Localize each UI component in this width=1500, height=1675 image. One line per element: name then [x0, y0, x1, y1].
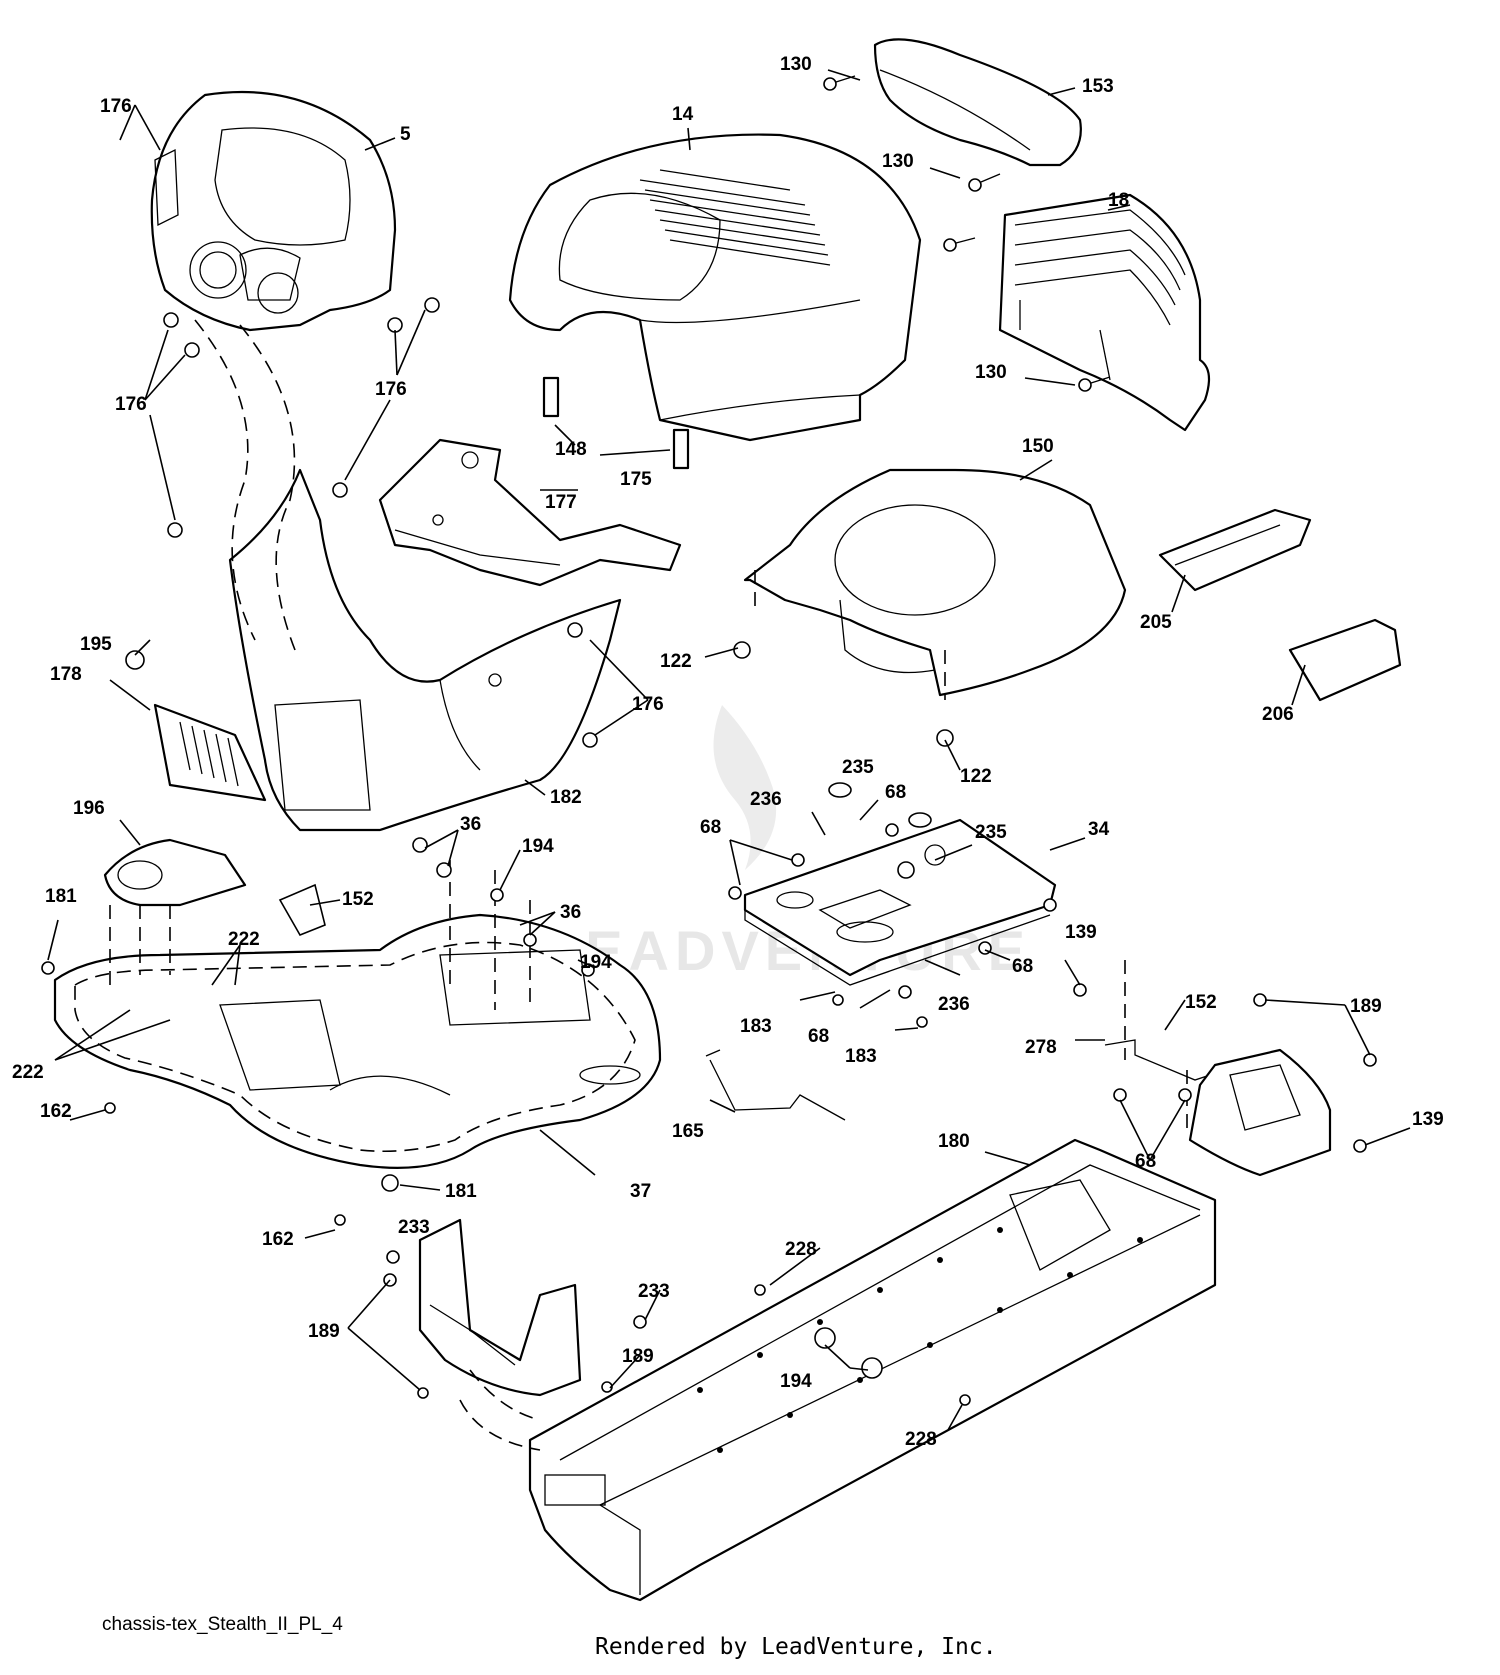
callout-189-b: 189: [308, 1321, 340, 1342]
callout-228-a: 228: [785, 1239, 817, 1260]
mounting-plate: [743, 782, 1057, 986]
callout-222-a: 222: [228, 929, 260, 950]
rear-bracket: [1104, 1039, 1332, 1177]
callout-181-b: 181: [445, 1181, 477, 1202]
air-shroud: [743, 468, 1127, 697]
grille-trim: [873, 38, 1082, 167]
callout-194-b: 194: [580, 952, 612, 973]
callout-233-a: 233: [398, 1217, 430, 1238]
callout-153: 153: [1082, 76, 1114, 97]
callout-176-a: 176: [100, 96, 132, 117]
callout-182: 182: [550, 787, 582, 808]
callout-236-b: 236: [938, 994, 970, 1015]
screws-130: [823, 75, 1111, 392]
callout-180: 180: [938, 1131, 970, 1152]
hood-pads: [542, 376, 690, 470]
grille: [998, 193, 1211, 432]
deflector-205: [1158, 508, 1312, 592]
seat-bracket: [418, 1218, 582, 1397]
dash-console: [150, 90, 397, 332]
callout-162-b: 162: [262, 1229, 294, 1250]
callout-176-d: 176: [632, 694, 664, 715]
callout-130-c: 130: [975, 362, 1007, 383]
callout-183-a: 183: [740, 1016, 772, 1037]
callout-183-b: 183: [845, 1046, 877, 1067]
hood: [508, 133, 922, 442]
callout-37: 37: [630, 1181, 651, 1202]
callout-228-b: 228: [905, 1429, 937, 1450]
callout-14: 14: [672, 104, 694, 125]
callout-235-a: 235: [842, 757, 874, 778]
callout-5: 5: [400, 124, 411, 145]
drawing-id: chassis-tex_Stealth_II_PL_4: [102, 1614, 343, 1635]
vent-grille: [153, 703, 267, 802]
callout-130-a: 130: [780, 54, 812, 75]
fasteners: [41, 297, 1377, 1406]
callout-36-b: 36: [560, 902, 581, 923]
callout-68-b: 68: [700, 817, 721, 838]
callout-222-b: 222: [12, 1062, 44, 1083]
callout-165: 165: [672, 1121, 704, 1142]
fuel-bezel: [103, 838, 247, 907]
callout-139-b: 139: [1412, 1109, 1444, 1130]
callout-175: 175: [620, 469, 652, 490]
callout-181-a: 181: [45, 886, 77, 907]
callout-68-a: 68: [885, 782, 906, 803]
callout-162-a: 162: [40, 1101, 72, 1122]
callout-176-b: 176: [115, 394, 147, 415]
callout-189-a: 189: [1350, 996, 1382, 1017]
callout-148: 148: [555, 439, 587, 460]
deflector-206: [1288, 618, 1402, 702]
fender-deck: [53, 913, 662, 1169]
leader-lines: [47, 69, 1411, 1431]
callout-18: 18: [1108, 190, 1129, 211]
callout-194-c: 194: [780, 1371, 812, 1392]
callout-150: 150: [1022, 436, 1054, 457]
callout-122-b: 122: [960, 766, 992, 787]
callout-139-a: 139: [1065, 922, 1097, 943]
callout-206: 206: [1262, 704, 1294, 725]
callout-194-a: 194: [522, 836, 554, 857]
callout-152: 152: [1185, 992, 1217, 1013]
callout-68-c: 68: [1012, 956, 1033, 977]
callout-195: 195: [80, 634, 112, 655]
callout-178: 178: [50, 664, 82, 685]
callout-34: 34: [1088, 819, 1110, 840]
callout-236-a: 236: [750, 789, 782, 810]
callout-189-c: 189: [622, 1346, 654, 1367]
callout-36-a: 36: [460, 814, 481, 835]
callout-161: 152: [342, 889, 374, 910]
callout-235-b: 235: [975, 822, 1007, 843]
callout-196: 196: [73, 798, 105, 819]
callout-122-a: 122: [660, 651, 692, 672]
callout-177: 177: [545, 492, 577, 513]
hood-bracket: [378, 438, 682, 587]
lower-dash: [228, 468, 622, 832]
render-credit: Rendered by LeadVenture, Inc.: [595, 1634, 997, 1660]
callout-205: 205: [1140, 612, 1172, 633]
callout-176-c: 176: [375, 379, 407, 400]
callout-68-d: 68: [808, 1026, 829, 1047]
callout-130-b: 130: [882, 151, 914, 172]
callout-233-b: 233: [638, 1281, 670, 1302]
callout-labels: 176 5 14 130 153 130 18 130 176 176 148 …: [12, 54, 1444, 1450]
link-rod: [705, 1049, 846, 1121]
callout-68-e: 68: [1135, 1151, 1156, 1172]
callout-278: 278: [1025, 1037, 1057, 1058]
